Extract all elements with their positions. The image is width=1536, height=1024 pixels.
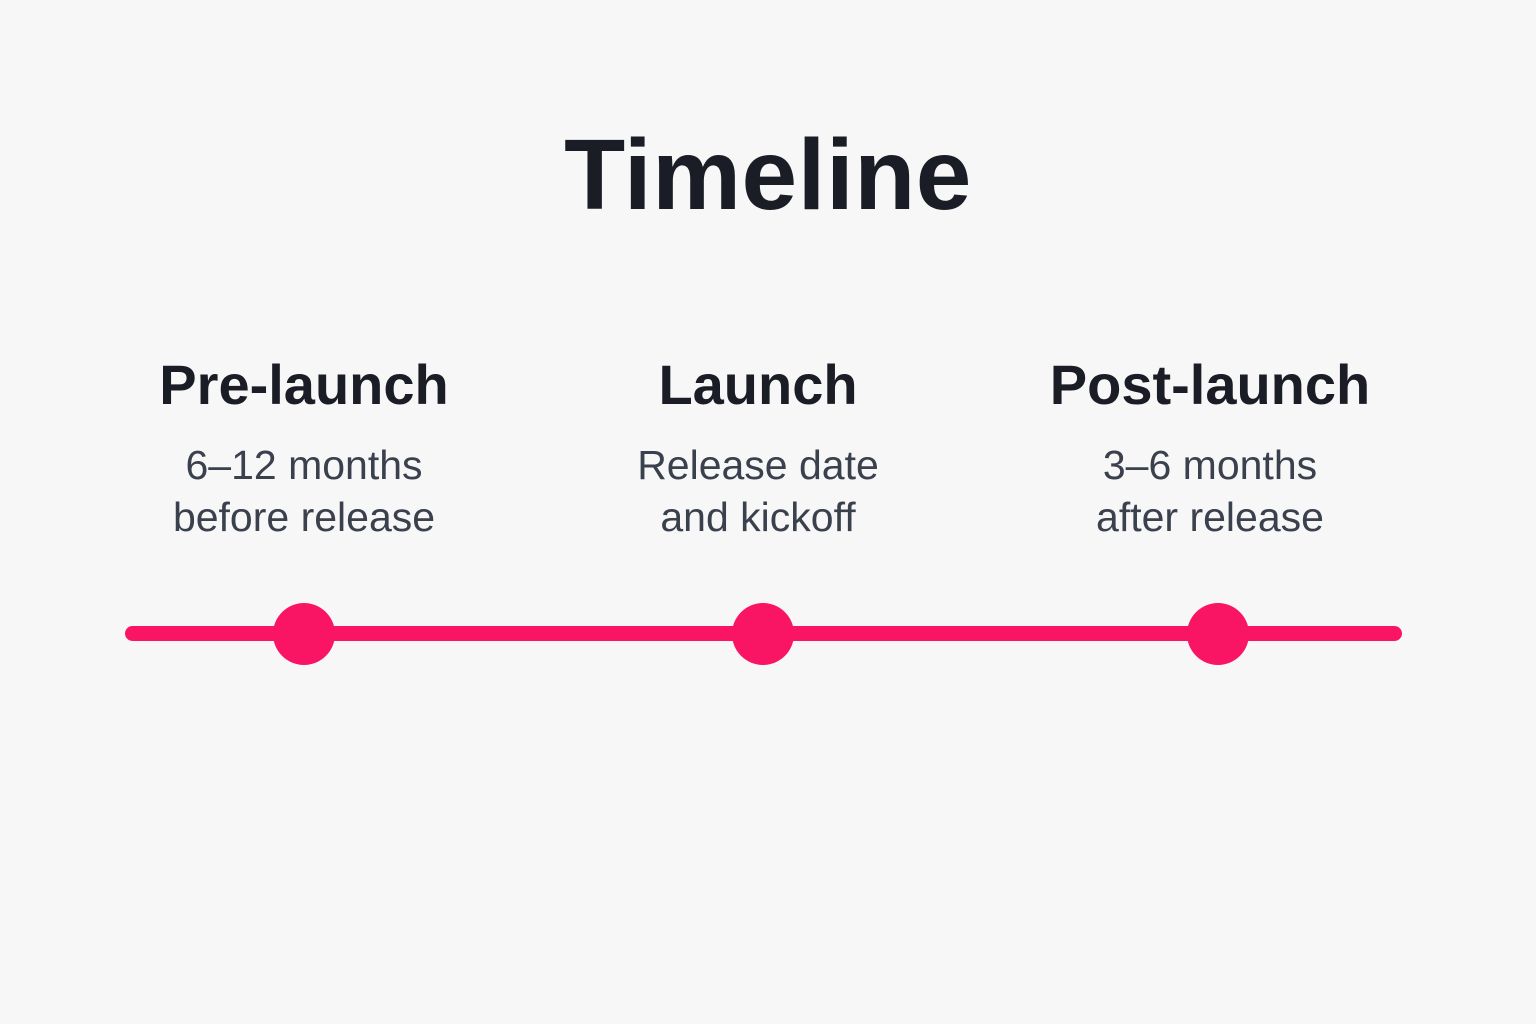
milestone-label: Post-launch [1049,353,1371,416]
timeline-dot-post-launch [1187,603,1249,665]
milestone-description-line: 6–12 months [185,442,423,488]
milestone-description-line: before release [172,494,436,540]
milestone-pre-launch: Pre-launch 6–12 months before release [94,352,514,543]
timeline-dot-pre-launch [273,603,335,665]
milestone-description-line: and kickoff [660,494,856,540]
milestone-launch: Launch Release date and kickoff [548,352,968,543]
timeline-dot-launch [732,603,794,665]
page-title: Timeline [564,119,972,231]
milestone-description-line: 3–6 months [1102,442,1318,488]
milestone-label: Launch [658,353,858,416]
milestone-post-launch: Post-launch 3–6 months after release [1000,352,1420,543]
milestone-description-line: after release [1096,494,1324,540]
milestone-label: Pre-launch [159,353,449,416]
milestone-description-line: Release date [637,442,879,488]
